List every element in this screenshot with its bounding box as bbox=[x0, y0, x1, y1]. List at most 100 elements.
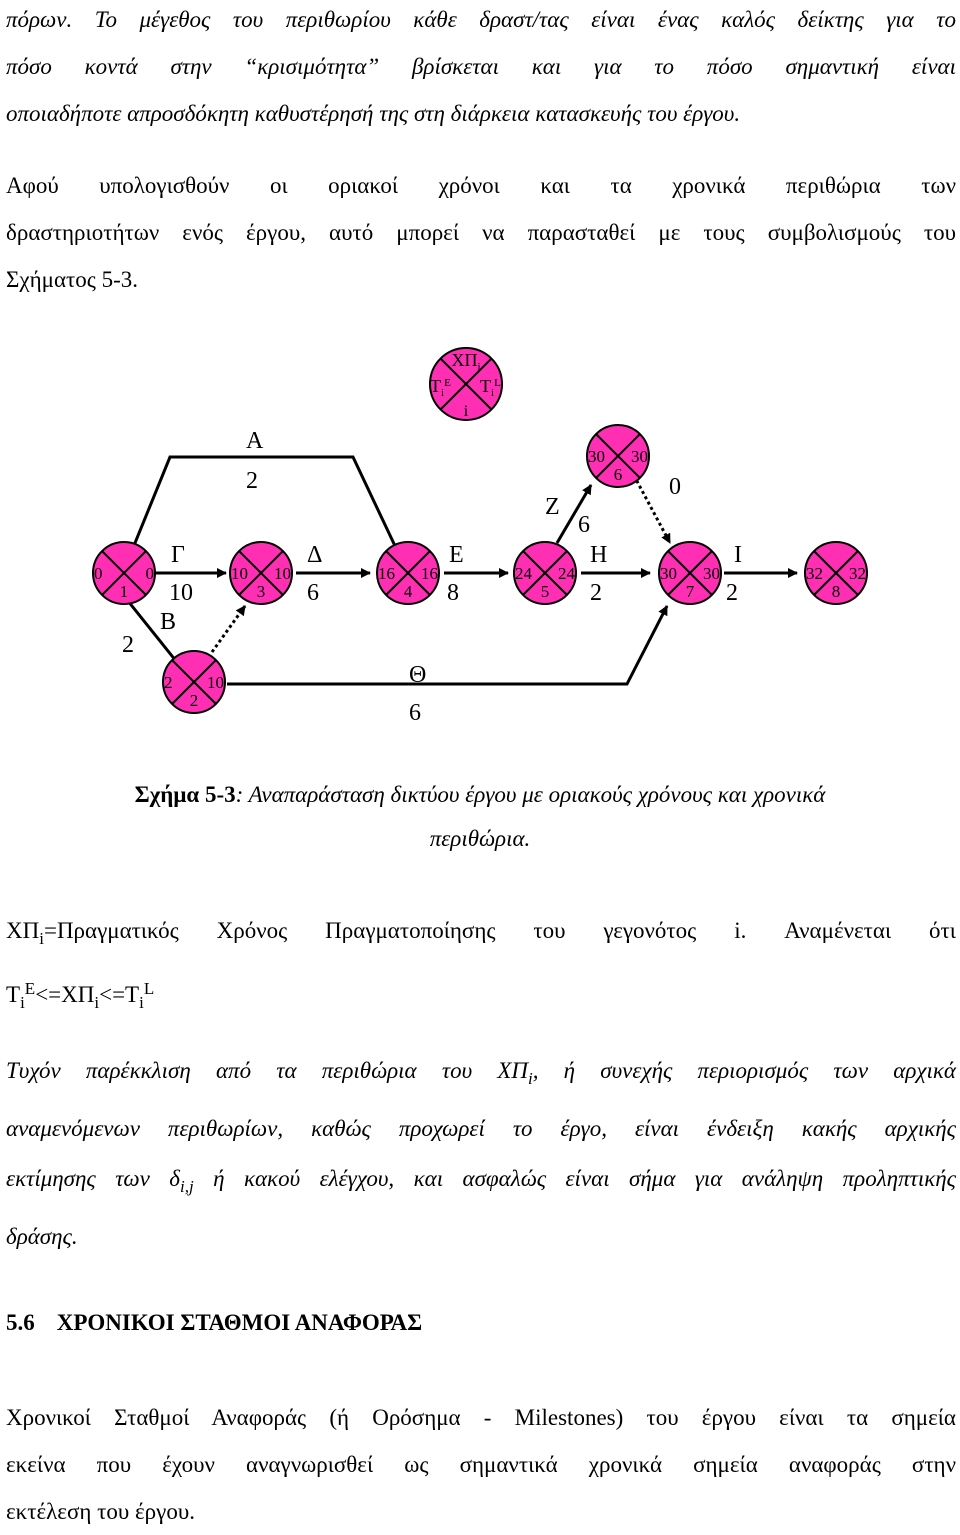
legend-tl-label: TiL bbox=[480, 376, 501, 399]
text-line: εκτίμησης των δi,j ή κακού ελέγχου, και … bbox=[6, 1166, 956, 1196]
event-number: 8 bbox=[832, 582, 841, 601]
activity-labels: Α 2 Γ 10 Β 2 Δ 6 Ε 8 Θ 6 Ζ 6 Η 2 Ι 2 0 bbox=[122, 428, 742, 726]
activity-duration: 6 bbox=[578, 512, 590, 538]
early-time: 0 bbox=[94, 564, 103, 583]
event-node-cross bbox=[171, 659, 217, 705]
early-time: 30 bbox=[588, 447, 605, 466]
legend-te-label: TiE bbox=[430, 376, 451, 399]
figure-intro-paragraph: Αφού υπολογισθούν οι οριακοί χρόνοι και … bbox=[6, 162, 956, 303]
edges bbox=[122, 455, 798, 686]
text-line: Τυχόν παρέκκλιση από τα περιθώρια του ΧΠ… bbox=[6, 1058, 956, 1088]
activity-duration: 2 bbox=[590, 580, 602, 606]
section-heading: 5.6 ΧΡΟΝΙΚΟΙ ΣΤΑΘΜΟΙ ΑΝΑΦΟΡΑΣ bbox=[6, 1310, 422, 1336]
late-time: 32 bbox=[849, 564, 866, 583]
event-number: 4 bbox=[404, 582, 413, 601]
caption-text: περιθώρια. bbox=[429, 826, 531, 851]
event-number: 6 bbox=[614, 465, 623, 484]
activity-duration: 10 bbox=[169, 580, 193, 606]
event-node-cross bbox=[813, 550, 859, 596]
milestones-paragraph: Χρονικοί Σταθμοί Αναφοράς (ή Ορόσημα - M… bbox=[6, 1394, 956, 1535]
event-number: 3 bbox=[257, 582, 266, 601]
section-title: ΧΡΟΝΙΚΟΙ ΣΤΑΘΜΟΙ ΑΝΑΦΟΡΑΣ bbox=[56, 1310, 423, 1335]
early-time: 24 bbox=[515, 564, 533, 583]
activity-name: Ζ bbox=[545, 494, 560, 520]
text-line: εκτέλεση του έργου. bbox=[6, 1499, 195, 1524]
figure-caption: Σχήμα 5-3: Αναπαράσταση δικτύου έργου με… bbox=[0, 773, 960, 861]
late-time: 0 bbox=[146, 564, 155, 583]
network-diagram: ΧΠi TiE TiL i Α 2 Γ 10 Β 2 Δ 6 Ε 8 Θ 6 Ζ… bbox=[92, 347, 868, 726]
early-time: 32 bbox=[806, 564, 823, 583]
activity-duration: 2 bbox=[122, 632, 134, 658]
dummy-edge-2-3 bbox=[210, 605, 247, 653]
edge-a bbox=[122, 455, 406, 571]
edge-b bbox=[122, 595, 182, 667]
late-time: 10 bbox=[207, 673, 224, 692]
event-node-cross bbox=[101, 550, 147, 596]
caption-text: : Αναπαράσταση δικτύου έργου με οριακούς… bbox=[235, 782, 826, 807]
legend-xp-label: ΧΠi bbox=[451, 350, 480, 373]
event-node-6: 30 30 6 bbox=[586, 424, 650, 488]
late-time: 16 bbox=[421, 564, 438, 583]
event-node-8: 32 32 8 bbox=[804, 541, 868, 605]
event-node-cross bbox=[667, 550, 713, 596]
text-line: Σχήματος 5-3. bbox=[6, 267, 139, 292]
early-time: 10 bbox=[231, 564, 248, 583]
text-line: πόρων. Το μέγεθος του περιθωρίου κάθε δρ… bbox=[6, 7, 956, 32]
activity-name: Α bbox=[246, 428, 264, 454]
event-node-2: 2 10 2 bbox=[162, 650, 226, 714]
deviation-paragraph: Τυχόν παρέκκλιση από τα περιθώρια του ΧΠ… bbox=[6, 1046, 956, 1262]
edge-th bbox=[227, 605, 669, 686]
event-number: 2 bbox=[190, 691, 199, 710]
early-time: 16 bbox=[378, 564, 395, 583]
activity-name: Γ bbox=[171, 542, 185, 568]
text-line: δράσης. bbox=[6, 1224, 78, 1249]
event-number: 7 bbox=[686, 582, 695, 601]
legend-i-label: i bbox=[464, 403, 469, 420]
text-line: Αφού υπολογισθούν οι οριακοί χρόνοι και … bbox=[6, 173, 956, 198]
text-line: εκείνα που έχουν αναγνωρισθεί ως σημαντι… bbox=[6, 1452, 956, 1477]
text-line: οποιαδήποτε απροσδόκητη καθυστέρησή της … bbox=[6, 101, 741, 126]
activity-duration: 6 bbox=[409, 700, 421, 726]
definition-paragraph: ΧΠi=Πραγματικός Χρόνος Πραγματοποίησης τ… bbox=[6, 906, 956, 1028]
legend-node: ΧΠi TiE TiL i bbox=[429, 347, 503, 421]
activity-name: Δ bbox=[307, 542, 322, 568]
text-line: ΧΠi=Πραγματικός Χρόνος Πραγματοποίησης τ… bbox=[6, 918, 956, 948]
event-number: 5 bbox=[541, 582, 550, 601]
text-line: δραστηριοτήτων ενός έργου, αυτό μπορεί ν… bbox=[6, 220, 956, 245]
section-number: 5.6 bbox=[6, 1310, 35, 1335]
activity-duration: 8 bbox=[447, 580, 459, 606]
activity-name: Η bbox=[590, 542, 607, 568]
event-node-cross bbox=[238, 550, 284, 596]
event-node-1: 0 01 bbox=[92, 541, 156, 605]
event-node-cross bbox=[595, 433, 641, 479]
event-node-3: 10 10 3 bbox=[229, 541, 293, 605]
late-time: 10 bbox=[274, 564, 291, 583]
inequality-line: TiE<=ΧΠi<=TiL bbox=[6, 979, 155, 1012]
event-node-5: 24 24 5 bbox=[513, 541, 577, 605]
text-line: αναμενόμενων περιθωρίων, καθώς προχωρεί … bbox=[6, 1116, 956, 1141]
caption-label: Σχήμα 5-3 bbox=[134, 782, 236, 807]
activity-duration: 2 bbox=[726, 580, 738, 606]
event-node-cross bbox=[385, 550, 431, 596]
text-line: Χρονικοί Σταθμοί Αναφοράς (ή Ορόσημα - M… bbox=[6, 1405, 956, 1430]
dummy-edge-6-7 bbox=[629, 469, 672, 544]
activity-name: Ε bbox=[449, 542, 464, 568]
intro-paragraph: πόρων. Το μέγεθος του περιθωρίου κάθε δρ… bbox=[6, 0, 956, 137]
early-time: 30 bbox=[660, 564, 677, 583]
late-time: 24 bbox=[558, 564, 576, 583]
late-time: 30 bbox=[631, 447, 648, 466]
early-time: 2 bbox=[164, 673, 173, 692]
dummy-activity-duration: 0 bbox=[669, 474, 681, 500]
event-node-4: 16 16 4 bbox=[376, 541, 440, 605]
event-node-cross bbox=[522, 550, 568, 596]
activity-name: Β bbox=[160, 609, 176, 635]
event-number: 1 bbox=[120, 582, 129, 601]
text-line: πόσο κοντά στην “κρισιμότητα” βρίσκεται … bbox=[6, 54, 956, 79]
activity-name: Θ bbox=[409, 662, 426, 688]
activity-name: Ι bbox=[734, 542, 742, 568]
activity-duration: 6 bbox=[307, 580, 319, 606]
activity-duration: 2 bbox=[246, 468, 258, 494]
edge-z bbox=[555, 484, 593, 544]
